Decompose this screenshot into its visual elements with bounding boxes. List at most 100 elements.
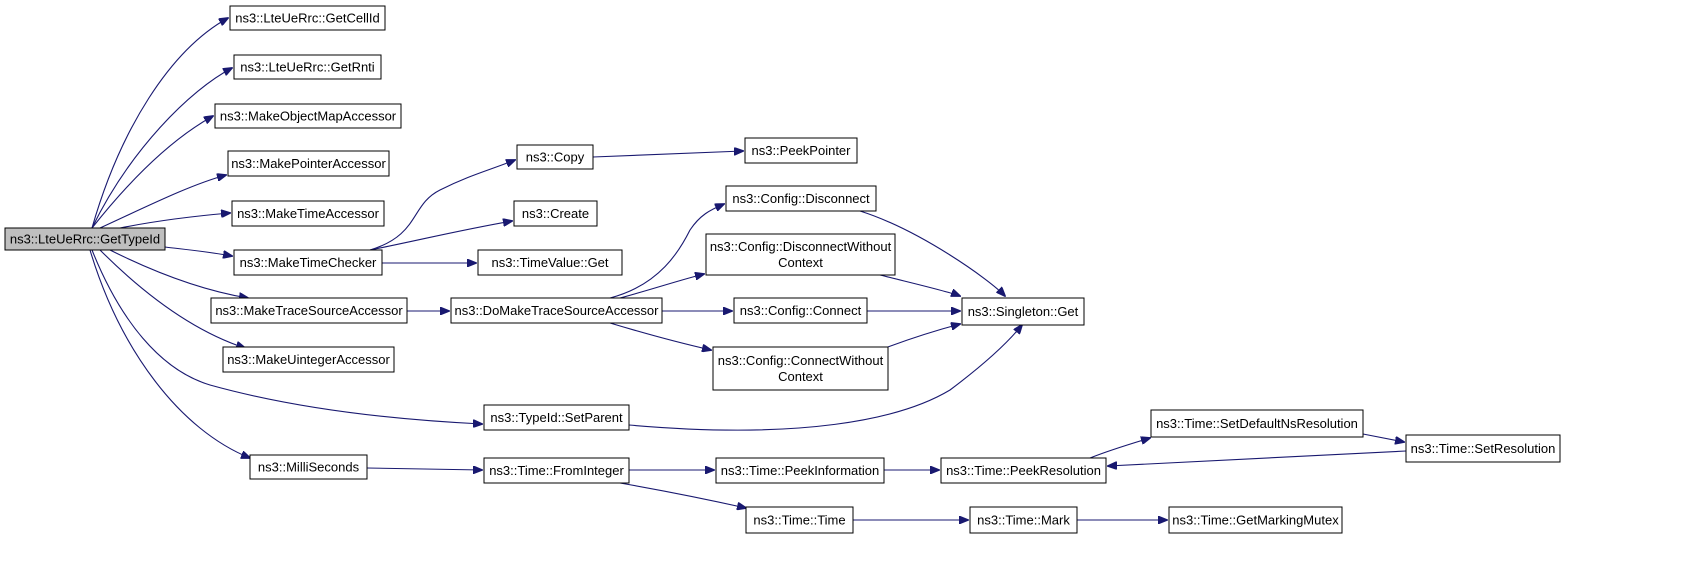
node-box[interactable] [1405,434,1561,463]
node-makeTimeAcc[interactable]: ns3::MakeTimeAccessor [231,200,385,227]
node-milli[interactable]: ns3::MilliSeconds [249,454,368,480]
node-label: ns3::Time::FromInteger [489,463,624,478]
node-box[interactable] [231,200,385,227]
edge-cfgDisc-to-singleton [859,210,1005,296]
node-setRes[interactable]: ns3::Time::SetResolution [1405,434,1561,463]
node-box[interactable] [745,506,854,534]
node-box[interactable] [233,249,383,276]
node-label: ns3::Config::Connect [740,303,862,318]
node-peekRes[interactable]: ns3::Time::PeekResolution [940,457,1107,484]
node-singleton[interactable]: ns3::Singleton::Get [961,297,1085,326]
node-timeValGet[interactable]: ns3::TimeValue::Get [477,249,623,276]
edge-milli-to-fromInt [366,468,482,470]
node-box[interactable] [477,249,623,276]
node-box[interactable] [229,5,386,31]
node-box[interactable] [513,200,598,227]
node-label: ns3::Time::Time [753,513,845,528]
edge-getTypeId-to-milli [89,249,250,458]
node-makeTimeChk[interactable]: ns3::MakeTimeChecker [233,249,383,276]
node-box[interactable] [712,346,889,391]
edge-getTypeId-to-makeTimeAcc [119,213,230,229]
edge-getTypeId-to-getCellId [91,18,228,229]
node-fromInt[interactable]: ns3::Time::FromInteger [483,457,630,484]
node-box[interactable] [940,457,1107,484]
node-label: ns3::Config::ConnectWithout [718,353,884,368]
node-box[interactable] [715,457,885,484]
node-label: Context [778,255,823,270]
node-label: ns3::TypeId::SetParent [490,410,623,425]
node-box[interactable] [1150,409,1364,438]
node-label: Context [778,369,823,384]
edge-peekRes-to-setDefNs [1089,438,1150,459]
node-box[interactable] [450,297,663,324]
node-label: ns3::Time::SetResolution [1411,441,1556,456]
node-box[interactable] [249,454,368,480]
node-getRnti[interactable]: ns3::LteUeRrc::GetRnti [233,54,382,80]
node-label: ns3::MakeUintegerAccessor [227,352,390,367]
node-label: ns3::Copy [526,150,585,165]
node-label: ns3::Singleton::Get [968,304,1079,319]
edge-setDefNs-to-setRes [1362,433,1404,442]
node-box[interactable] [214,103,402,129]
node-doMakeTrace[interactable]: ns3::DoMakeTraceSourceAccessor [450,297,663,324]
node-label: ns3::DoMakeTraceSourceAccessor [455,303,660,318]
node-box[interactable] [227,150,390,177]
node-box[interactable] [1168,506,1343,534]
node-makePtr[interactable]: ns3::MakePointerAccessor [227,150,390,177]
edge-setRes-to-peekRes [1108,450,1407,466]
node-getCellId[interactable]: ns3::LteUeRrc::GetCellId [229,5,386,31]
node-copy[interactable]: ns3::Copy [516,144,594,170]
node-label: ns3::MakeObjectMapAccessor [220,109,397,124]
node-box[interactable] [969,506,1078,534]
edge-cfgDiscWo-to-singleton [879,274,960,296]
node-makeUint[interactable]: ns3::MakeUintegerAccessor [222,346,395,373]
edge-fromInt-to-timeTime [619,482,746,508]
edge-cfgConnWo-to-singleton [884,324,960,349]
node-label: ns3::Config::DisconnectWithout [710,239,892,254]
node-cfgDisc[interactable]: ns3::Config::Disconnect [725,185,877,212]
node-label: ns3::Time::GetMarkingMutex [1172,513,1339,528]
node-box[interactable] [222,346,395,373]
node-box[interactable] [516,144,594,170]
node-mark[interactable]: ns3::Time::Mark [969,506,1078,534]
node-box[interactable] [483,404,630,431]
node-box[interactable] [961,297,1085,326]
node-label: ns3::Time::PeekResolution [946,463,1101,478]
node-label: ns3::Time::Mark [977,513,1070,528]
node-setDefNs[interactable]: ns3::Time::SetDefaultNsResolution [1150,409,1364,438]
node-label: ns3::PeekPointer [751,143,851,158]
node-label: ns3::Config::Disconnect [732,191,870,206]
edge-doMakeTrace-to-cfgDisc [609,204,724,299]
node-box[interactable] [233,54,382,80]
edge-makeTimeChk-to-copy [369,160,515,251]
node-peekInfo[interactable]: ns3::Time::PeekInformation [715,457,885,484]
node-getMutex[interactable]: ns3::Time::GetMarkingMutex [1168,506,1343,534]
edge-getTypeId-to-makeObjMap [91,116,213,229]
node-makeTrace[interactable]: ns3::MakeTraceSourceAccessor [210,297,408,324]
node-box[interactable] [725,185,877,212]
node-getTypeId[interactable]: ns3::LteUeRrc::GetTypeId [4,227,166,251]
node-cfgConn[interactable]: ns3::Config::Connect [733,297,868,324]
nodes-layer: ns3::LteUeRrc::GetTypeId ns3::LteUeRrc::G… [4,5,1561,534]
edge-makeTimeChk-to-create [369,221,512,251]
node-makeObjMap[interactable]: ns3::MakeObjectMapAccessor [214,103,402,129]
node-label: ns3::TimeValue::Get [491,255,608,270]
node-box[interactable] [744,137,858,164]
node-box[interactable] [210,297,408,324]
node-timeTime[interactable]: ns3::Time::Time [745,506,854,534]
node-create[interactable]: ns3::Create [513,200,598,227]
node-box[interactable] [733,297,868,324]
node-label: ns3::LteUeRrc::GetTypeId [10,232,160,247]
node-box[interactable] [4,227,166,251]
edge-doMakeTrace-to-cfgDiscWo [619,274,704,299]
node-setParent[interactable]: ns3::TypeId::SetParent [483,404,630,431]
node-box[interactable] [483,457,630,484]
node-peekPtr[interactable]: ns3::PeekPointer [744,137,858,164]
edge-getTypeId-to-getRnti [91,68,232,229]
node-label: ns3::Time::PeekInformation [721,463,879,478]
node-label: ns3::LteUeRrc::GetRnti [240,60,374,75]
node-box[interactable] [705,233,896,276]
